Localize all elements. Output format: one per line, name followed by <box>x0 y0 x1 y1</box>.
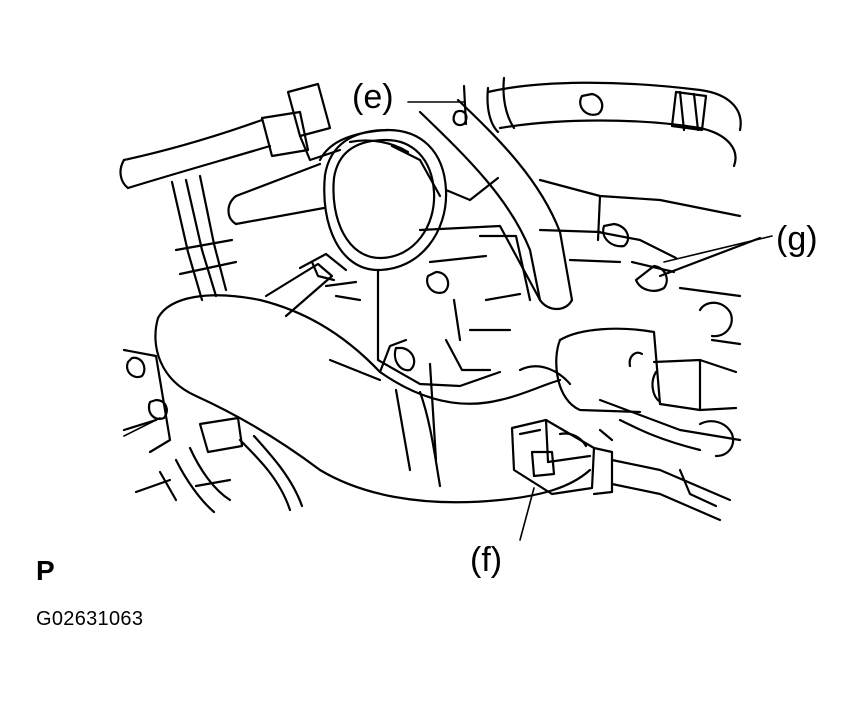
view-letter: P <box>36 555 55 586</box>
right-cylinder <box>555 327 738 452</box>
callout-e-label: (e) <box>352 78 394 116</box>
throttle-body <box>227 128 500 272</box>
large-lower-hose <box>154 294 592 504</box>
lower-right-lines <box>598 398 742 508</box>
right-components <box>538 178 762 346</box>
middle-pipes <box>264 252 362 318</box>
callout-f-label: (f) <box>470 541 503 579</box>
left-bracket <box>170 174 238 302</box>
left-lower-bracket <box>122 348 304 514</box>
connector-f <box>510 418 732 522</box>
figure-code: G02631063 <box>36 608 144 630</box>
leader-lines <box>123 101 773 541</box>
callout-g-label: (g) <box>776 220 818 258</box>
manifold-block <box>376 224 542 388</box>
upper-left-hose <box>119 82 342 190</box>
upper-hose <box>418 76 574 311</box>
top-right-hose <box>486 81 742 168</box>
